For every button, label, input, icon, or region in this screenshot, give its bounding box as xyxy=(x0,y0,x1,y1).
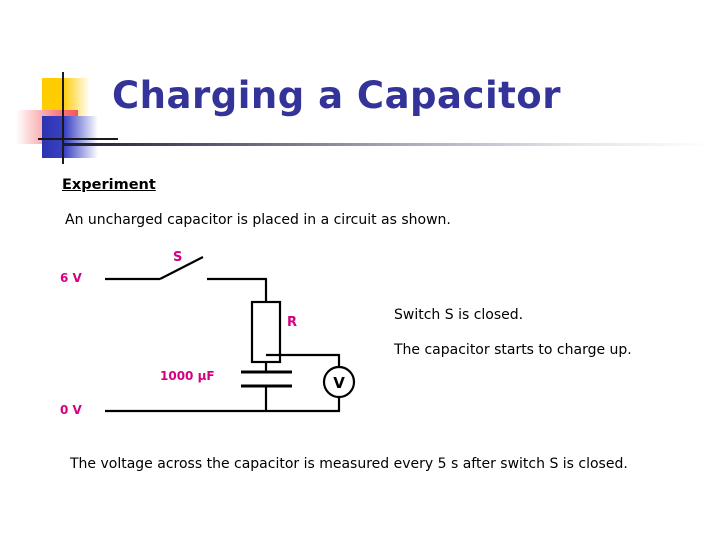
label-capacitor: 1000 µF xyxy=(160,369,215,383)
note-switch-closed: Switch S is closed. xyxy=(394,307,524,323)
decorative-logo xyxy=(14,72,118,164)
label-switch: S xyxy=(173,250,183,265)
label-supply-high: 6 V xyxy=(60,271,82,285)
circuit-diagram: V 6 V 0 V S R 1000 µF xyxy=(55,245,385,430)
title-divider xyxy=(62,143,712,146)
switch-blade xyxy=(159,256,204,280)
logo-vertical-rule xyxy=(62,72,64,164)
label-resistor: R xyxy=(287,315,298,330)
note-capacitor-charging: The capacitor starts to charge up. xyxy=(394,342,632,358)
voltmeter-circle xyxy=(322,365,356,399)
logo-horizontal-rule xyxy=(38,138,118,140)
label-supply-low: 0 V xyxy=(60,403,82,417)
closing-paragraph: The voltage across the capacitor is meas… xyxy=(70,456,628,472)
circuit-svg: V xyxy=(105,256,356,413)
slide-header: Charging a Capacitor xyxy=(0,0,720,164)
page-title: Charging a Capacitor xyxy=(112,74,561,117)
resistor-body xyxy=(250,300,282,364)
intro-paragraph: An uncharged capacitor is placed in a ci… xyxy=(65,212,451,228)
logo-blue-square xyxy=(42,116,98,158)
voltmeter-label: V xyxy=(333,374,345,392)
section-heading: Experiment xyxy=(62,177,156,193)
